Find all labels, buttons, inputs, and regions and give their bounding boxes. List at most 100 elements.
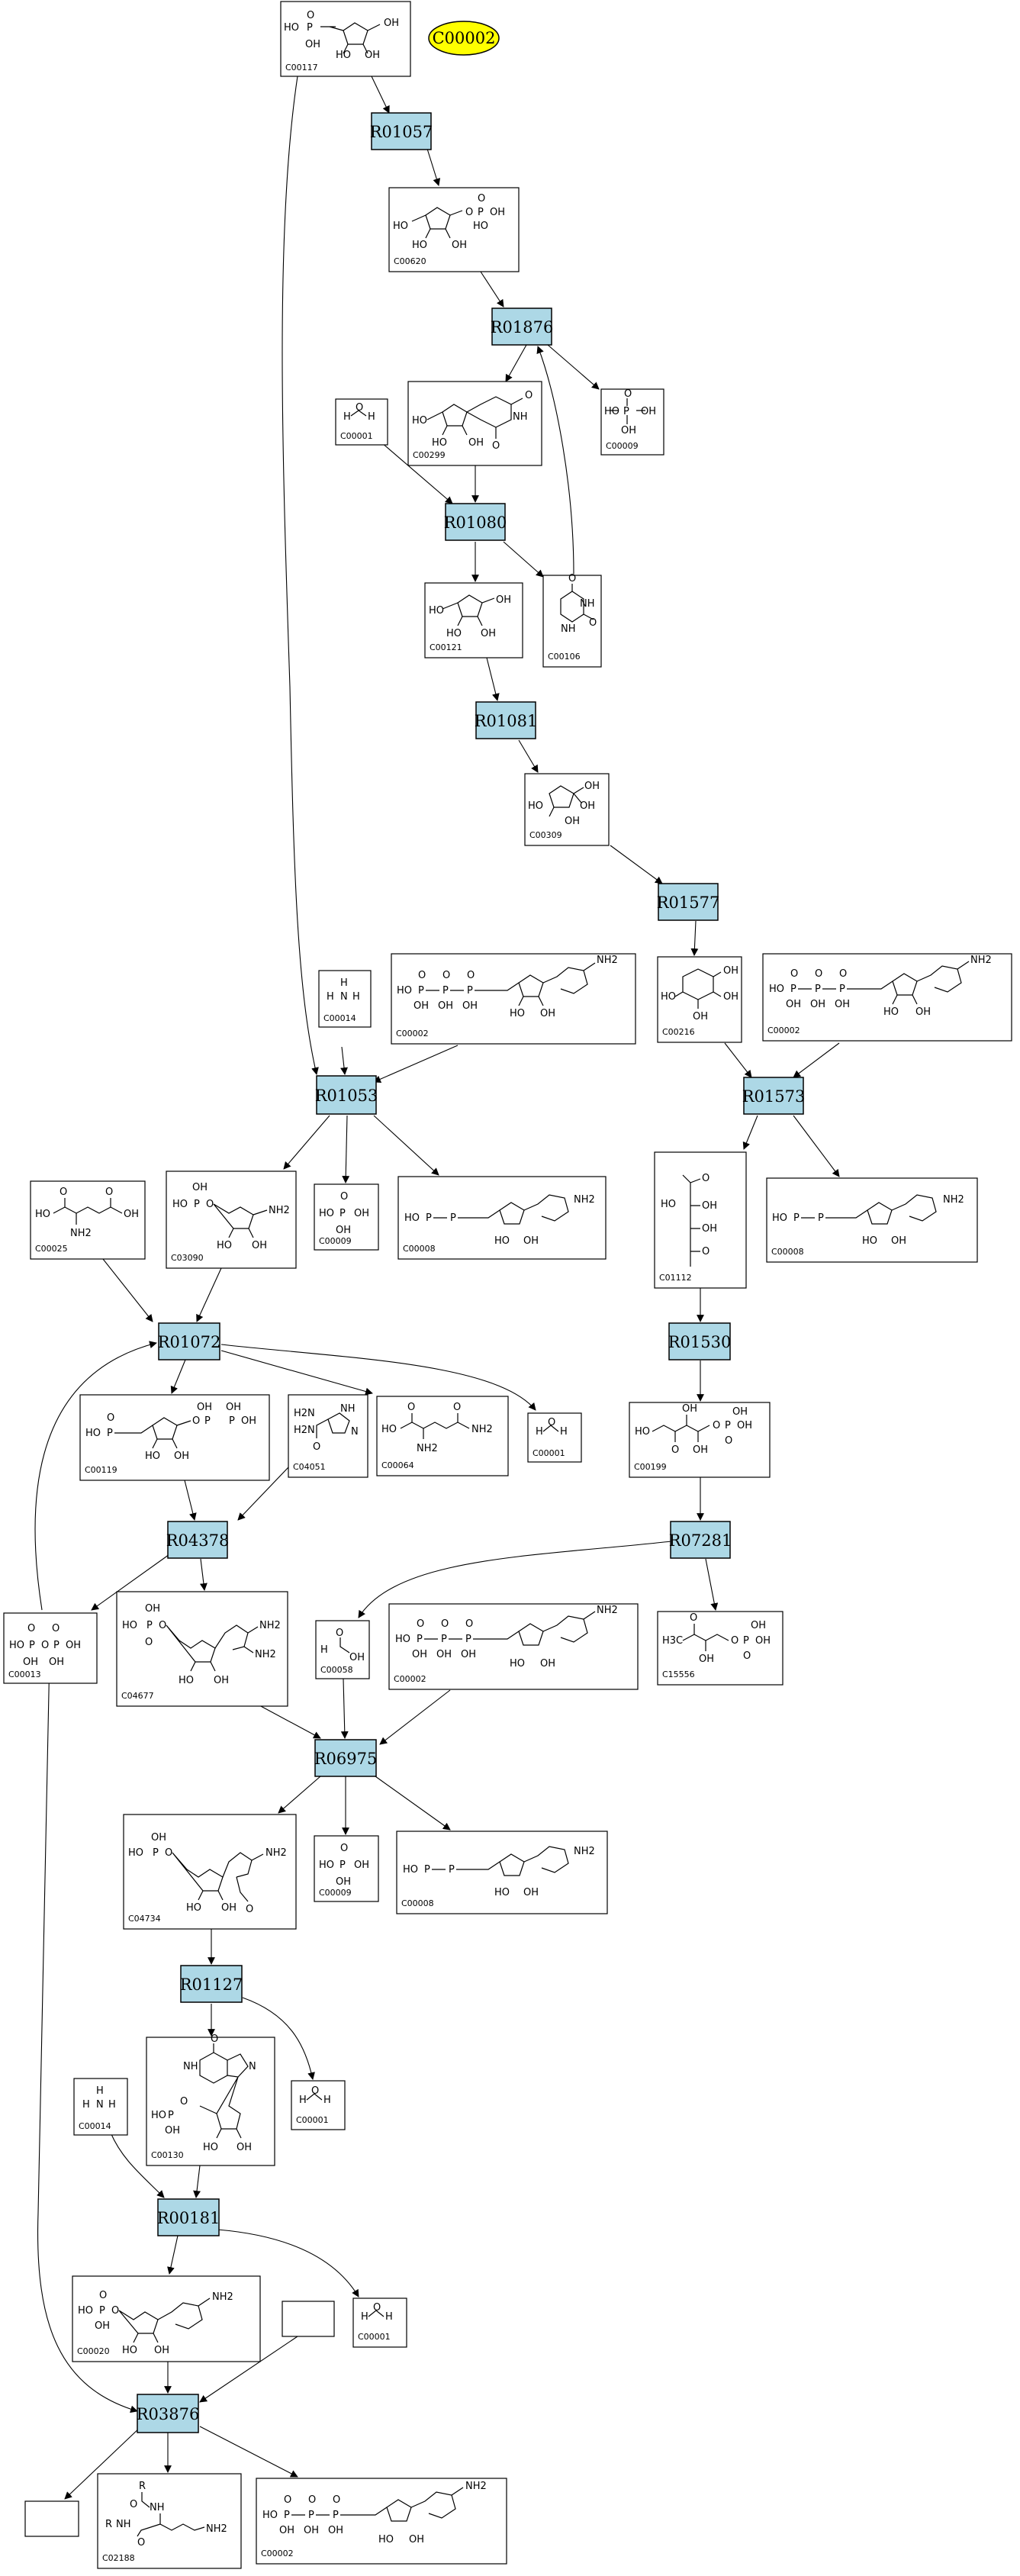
svg-text:H3C: H3C — [662, 1635, 683, 1647]
svg-text:OH: OH — [23, 1657, 38, 1668]
compound-c00009-a[interactable]: O P HO OH OH C00009 — [600, 388, 664, 456]
svg-text:H: H — [536, 1426, 543, 1438]
edge-c00309-r01577 — [610, 845, 663, 884]
compound-c00299[interactable]: HO HO OH O NH O C00299 — [407, 381, 542, 466]
reaction-r01080[interactable]: R01080 — [444, 503, 507, 541]
svg-text:O: O — [41, 1640, 49, 1651]
svg-text:HO: HO — [319, 1208, 334, 1219]
svg-text:OH: OH — [279, 2525, 294, 2536]
reaction-r07281[interactable]: R07281 — [669, 1521, 732, 1559]
reaction-r01577[interactable]: R01577 — [657, 883, 720, 921]
svg-text:OH: OH — [540, 1008, 555, 1019]
compound-c00309[interactable]: OH OH HO OH C00309 — [524, 773, 610, 846]
svg-text:NH: NH — [340, 1403, 356, 1415]
compound-c00620[interactable]: O P OH HO O HO HO OH C00620 — [388, 187, 520, 272]
compound-c15556[interactable]: H3C O OH O P OH OH O C15556 — [657, 1611, 784, 1686]
svg-text:NH: NH — [116, 2519, 131, 2530]
svg-text:OH: OH — [49, 1657, 64, 1668]
compound-empty-lower[interactable] — [24, 2500, 79, 2537]
svg-text:P: P — [53, 1640, 60, 1651]
compound-c00008-c[interactable]: HO P P NH2 HO OH C00008 — [396, 1831, 608, 1914]
compound-c00008-b[interactable]: HO P P NH2 HO OH C00008 — [766, 1177, 978, 1263]
compound-c00002-d[interactable]: HO P P P O O O OH OH OH NH2 HO OH C00002 — [256, 2478, 507, 2565]
compound-id: C00020 — [77, 2346, 110, 2356]
svg-text:NH2: NH2 — [943, 1194, 964, 1206]
compound-empty-upper[interactable] — [282, 2301, 335, 2337]
svg-text:H: H — [299, 2095, 307, 2106]
reaction-r06975[interactable]: R06975 — [314, 1739, 378, 1777]
structure-c02188: R O NH R NH O NH2 — [105, 2481, 227, 2549]
compound-c02188[interactable]: R O NH R NH O NH2 C02188 — [97, 2473, 242, 2569]
compound-c00002-b[interactable]: HO P P P O O O OH OH OH NH2 HO OH C00002 — [762, 953, 1012, 1042]
compound-c00064[interactable]: O O HO NH2 NH2 C00064 — [376, 1396, 509, 1476]
structure-c00008-c: HO P P NH2 HO OH — [403, 1846, 595, 1898]
reaction-r01530[interactable]: R01530 — [668, 1322, 732, 1360]
reaction-label: R01876 — [491, 318, 554, 336]
compound-c00020[interactable]: O HO P O OH NH2 HO OH C00020 — [72, 2275, 261, 2362]
svg-text:HO: HO — [661, 1199, 676, 1210]
compound-c00002-a[interactable]: HO P P P O O O OH OH OH NH2 HO OH C00002 — [391, 953, 636, 1045]
reaction-r01573[interactable]: R01573 — [742, 1077, 806, 1115]
compound-c00009-c[interactable]: O P HO OH OH C00009 — [314, 1835, 379, 1902]
reaction-r03876[interactable]: R03876 — [137, 2394, 200, 2433]
compound-c00001-a[interactable]: H O H C00001 — [335, 398, 388, 446]
compound-c00216[interactable]: OH OH HO OH C00216 — [657, 956, 742, 1043]
compound-c00013[interactable]: HO P O P OH O O OH OH C00013 — [3, 1612, 98, 1684]
compound-c00014-a[interactable]: H H N H C00014 — [318, 970, 372, 1028]
svg-text:P: P — [465, 1634, 471, 1645]
compound-c00130[interactable]: O NH N O P HO OH HO OH C00130 — [146, 2033, 275, 2166]
compound-c00106[interactable]: O NH NH O C00106 — [542, 573, 602, 668]
edge-c00014-r00181 — [110, 2132, 165, 2198]
edge-c00025-r01072 — [102, 1258, 153, 1322]
svg-text:OH: OH — [565, 816, 580, 827]
compound-c04677[interactable]: OH HO P O O NH2 NH2 HO OH C04677 — [116, 1591, 288, 1707]
reaction-r01127[interactable]: R01127 — [180, 1965, 243, 2003]
compound-c03090[interactable]: OH HO P O NH2 HO OH C03090 — [166, 1170, 297, 1269]
svg-text:OH: OH — [490, 207, 505, 218]
compound-c00001-c[interactable]: H O H C00001 — [291, 2080, 346, 2130]
compound-c00119[interactable]: HO P O O P P OH OH OH HO OH C00119 — [79, 1394, 270, 1481]
compound-c00001-d[interactable]: H O H C00001 — [352, 2297, 407, 2348]
title-node[interactable]: C00002 — [428, 21, 500, 56]
svg-text:OH: OH — [154, 2345, 169, 2356]
svg-text:O: O — [568, 573, 576, 584]
svg-text:P: P — [333, 2510, 339, 2521]
svg-text:OH: OH — [226, 1402, 241, 1413]
svg-text:O: O — [624, 388, 632, 400]
svg-text:HO: HO — [179, 1675, 194, 1686]
svg-text:OH: OH — [328, 2525, 343, 2536]
edge-c00117-r01053 — [282, 76, 319, 1075]
reaction-r00181[interactable]: R00181 — [157, 2198, 220, 2236]
svg-text:P: P — [168, 2110, 174, 2121]
compound-c00121[interactable]: HO OH HO OH C00121 — [424, 582, 523, 658]
compound-c00199[interactable]: HO OH O OH O P OH OH O C00199 — [629, 1402, 771, 1478]
svg-text:NH2: NH2 — [417, 1443, 438, 1454]
compound-c01112[interactable]: O HO OH OH O C01112 — [654, 1151, 747, 1289]
compound-id: C00002 — [394, 1674, 426, 1684]
reaction-r04378[interactable]: R04378 — [166, 1521, 230, 1559]
svg-text:HO: HO — [432, 437, 447, 449]
svg-text:OH: OH — [523, 1235, 539, 1247]
compound-c00014-b[interactable]: H H N H C00014 — [73, 2078, 128, 2136]
reaction-r01053[interactable]: R01053 — [315, 1075, 378, 1115]
compound-c00058[interactable]: O H OH C00058 — [315, 1620, 370, 1679]
reaction-r01876[interactable]: R01876 — [491, 308, 554, 346]
svg-text:HO: HO — [862, 1235, 877, 1247]
svg-text:P: P — [442, 985, 449, 997]
svg-text:HO: HO — [404, 1212, 420, 1224]
compound-c00025[interactable]: O O HO OH NH2 C00025 — [30, 1180, 146, 1260]
compound-c00001-b[interactable]: H O H C00001 — [527, 1412, 582, 1463]
reaction-r01072[interactable]: R01072 — [158, 1322, 221, 1360]
compound-id: C00058 — [320, 1665, 353, 1675]
svg-text:O: O — [815, 968, 822, 980]
reaction-r01057[interactable]: R01057 — [370, 112, 433, 150]
compound-c00009-b[interactable]: O P HO OH OH C00009 — [314, 1183, 379, 1251]
compound-c04734[interactable]: OH HO P O NH2 O HO OH C04734 — [123, 1814, 297, 1930]
svg-text:O: O — [713, 1420, 720, 1431]
compound-c00117[interactable]: HO P O OH OH HO OH C00117 — [280, 1, 411, 77]
compound-c04051[interactable]: H2N NH H2N N O C04051 — [288, 1394, 368, 1478]
reaction-r01081[interactable]: R01081 — [475, 701, 538, 739]
compound-c00002-c[interactable]: HO P P P O O O OH OH OH NH2 HO OH C00002 — [388, 1603, 639, 1690]
compound-c00008-a[interactable]: HO P P NH2 HO OH C00008 — [397, 1176, 607, 1260]
svg-text:P: P — [449, 1864, 455, 1876]
